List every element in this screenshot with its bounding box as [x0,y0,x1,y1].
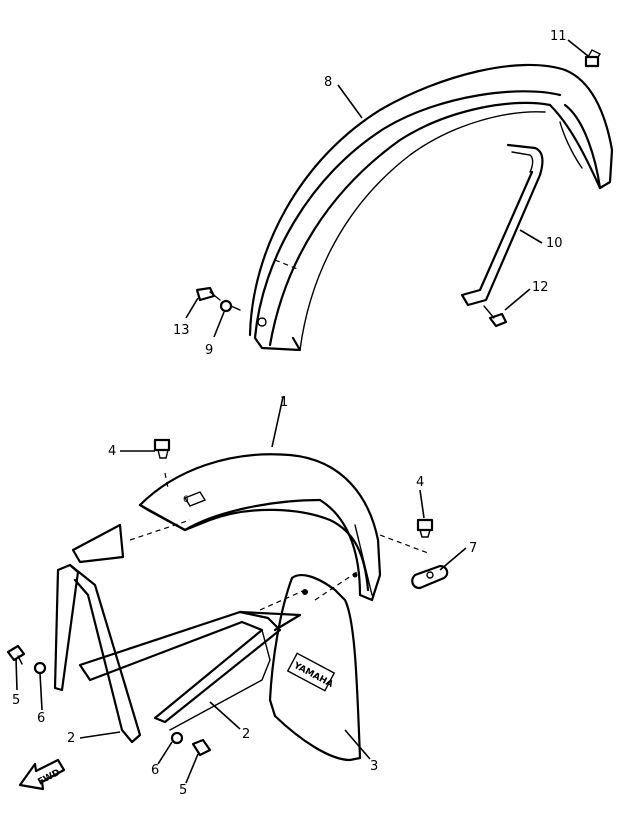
front-fender: 6 [138,453,382,602]
callout-12: 12 [532,280,549,295]
callout-8: 8 [324,75,332,90]
alignment-line [129,519,191,541]
washer-6-left [33,661,47,675]
callout-5-bottom: 5 [179,783,187,798]
fender-flap [71,523,125,564]
alignment-line [164,472,169,489]
bolt-4-top [153,438,171,459]
bolt-12 [483,305,508,328]
bolt-4-right [416,518,434,538]
callout-6-left: 6 [37,711,45,726]
fender-stay-side [78,610,302,731]
callout-11: 11 [550,29,567,44]
callout-1: 1 [280,395,288,410]
callout-5-left: 5 [12,693,20,708]
callout-9: 9 [205,343,213,358]
svg-text:YAMAHA: YAMAHA [291,660,335,690]
callout-6-bottom: 6 [151,763,159,778]
callout-10: 10 [546,236,563,251]
bolt-5-bottom [191,738,212,757]
callout-leaders [15,39,589,784]
callout-4-right: 4 [416,475,424,490]
alignment-line [379,534,429,554]
callout-2-right: 2 [242,727,250,742]
rear-fender [248,63,614,352]
bolt-5-left [6,644,26,665]
bolt-13 [195,286,221,302]
callout-7: 7 [469,541,477,556]
washer-6-bottom [170,731,184,745]
rear-fender-stay [460,143,544,307]
washer-9 [219,299,241,313]
plate-marking: YAMAHA [286,652,336,692]
fwd-direction-arrow: FWD [18,758,66,791]
callout-2-left: 2 [67,731,75,746]
fender-stay-front [53,563,142,744]
svg-text:FWD: FWD [36,768,61,788]
callout-13: 13 [173,323,190,338]
callout-4-top: 4 [108,444,116,459]
fender-tag-label: 6 [183,495,189,505]
callout-3: 3 [370,759,378,774]
bolt-11 [584,49,602,68]
